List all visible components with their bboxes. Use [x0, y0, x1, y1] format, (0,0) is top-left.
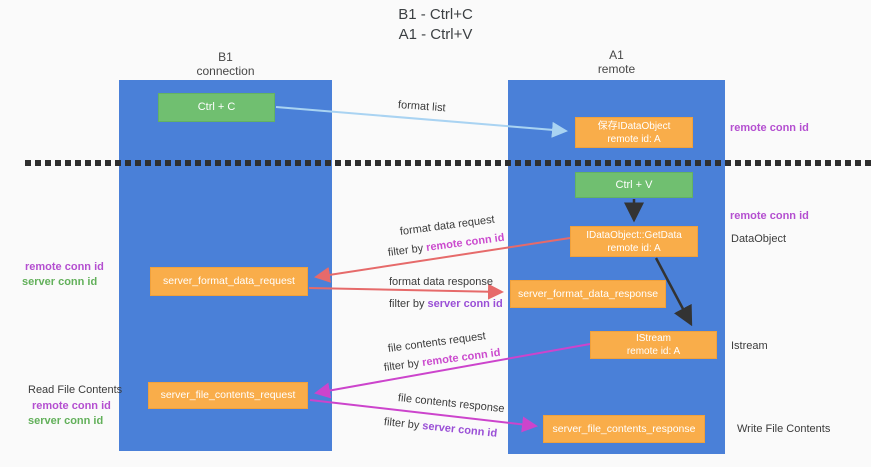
title-line-1: B1 - Ctrl+C [398, 6, 473, 23]
filter-by-text: filter by [389, 298, 428, 310]
label-server-conn-id-left-top: server conn id [22, 276, 98, 288]
lane-header-b1: B1 connection [119, 50, 332, 78]
node-save-idataobject-line2: remote id: A [607, 133, 661, 145]
lane-b1-subtitle: connection [196, 64, 255, 78]
label-format-data-response: format data response [389, 276, 493, 288]
server-conn-id-text: server conn id [427, 298, 503, 310]
node-idataobject-getdata: IDataObject::GetData remote id: A [570, 226, 698, 257]
node-format-response-label: server_format_data_response [517, 287, 659, 300]
session-divider-dashed-line [25, 160, 871, 166]
node-server-format-data-response: server_format_data_response [510, 280, 666, 308]
node-ctrl-c-label: Ctrl + C [197, 101, 236, 113]
node-server-format-data-request: server_format_data_request [150, 267, 308, 296]
lane-header-a1: A1 remote [508, 48, 725, 76]
label-file-contents-response: file contents response [397, 392, 506, 416]
node-server-file-contents-response: server_file_contents_response [543, 415, 705, 443]
label-remote-conn-id-right-mid: remote conn id [730, 210, 809, 222]
node-ctrl-v-label: Ctrl + V [615, 178, 653, 191]
server-conn-id-text: server conn id [421, 420, 498, 440]
label-filter-by-server-2: filter by server conn id [383, 416, 497, 440]
node-format-request-label: server_format_data_request [163, 275, 295, 287]
label-server-conn-id-left-bottom: server conn id [28, 415, 104, 427]
remote-conn-id-text: remote conn id [421, 346, 502, 369]
label-remote-conn-id-left-top: remote conn id [25, 261, 104, 273]
node-ctrl-c: Ctrl + C [158, 93, 275, 122]
node-file-response-label: server_file_contents_response [552, 422, 696, 435]
label-read-file-contents: Read File Contents [28, 384, 123, 396]
node-file-request-label: server_file_contents_request [160, 389, 296, 401]
label-dataobject: DataObject [731, 233, 787, 245]
node-getdata-line2: remote id: A [607, 242, 661, 254]
filter-by-text: filter by [383, 357, 423, 374]
node-save-idataobject: 保存IDataObject remote id: A [575, 117, 693, 148]
label-istream: Istream [731, 340, 768, 352]
label-remote-conn-id-right-top: remote conn id [730, 122, 809, 134]
node-istream: IStream remote id: A [590, 331, 717, 359]
node-ctrl-v: Ctrl + V [575, 172, 693, 198]
node-server-file-contents-request: server_file_contents_request [148, 382, 308, 409]
lane-b1-title: B1 [218, 50, 233, 64]
diagram-title: B1 - Ctrl+C A1 - Ctrl+V [0, 5, 871, 45]
node-istream-line1: IStream [635, 333, 671, 344]
node-save-idataobject-line1: 保存IDataObject [597, 120, 671, 132]
filter-by-text: filter by [387, 242, 427, 259]
node-getdata-line1: IDataObject::GetData [586, 229, 682, 241]
label-write-file-contents: Write File Contents [737, 423, 831, 435]
format-data-response-arrow [308, 283, 504, 300]
label-filter-by-server-1: filter by server conn id [389, 298, 503, 310]
label-format-list: format list [397, 99, 446, 115]
remote-conn-id-text: remote conn id [425, 231, 506, 254]
filter-by-text: filter by [383, 416, 423, 432]
lane-a1-title: A1 [609, 48, 624, 62]
title-line-2: A1 - Ctrl+V [398, 26, 473, 43]
lane-a1-subtitle: remote [597, 62, 636, 76]
label-remote-conn-id-left-bottom: remote conn id [32, 400, 111, 412]
node-istream-line2: remote id: A [626, 346, 681, 357]
